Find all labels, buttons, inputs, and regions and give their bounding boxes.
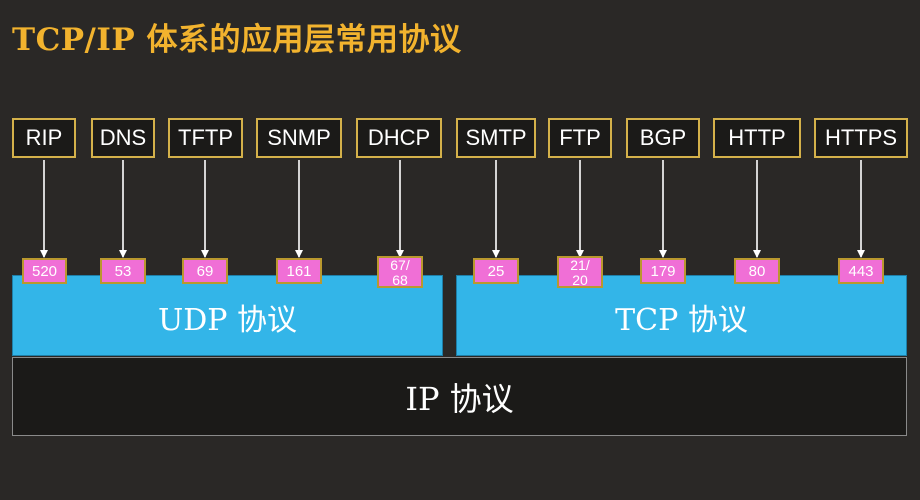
port-badge-tftp: 69: [182, 258, 228, 284]
port-badge-https: 443: [838, 258, 884, 284]
protocol-snmp: SNMP: [256, 118, 342, 158]
protocol-https: HTTPS: [814, 118, 908, 158]
port-badge-bgp: 179: [640, 258, 686, 284]
protocol-smtp: SMTP: [456, 118, 536, 158]
protocol-dns: DNS: [91, 118, 155, 158]
port-badge-ftp: 21/ 20: [557, 256, 603, 288]
port-badge-http: 80: [734, 258, 780, 284]
port-badge-smtp: 25: [473, 258, 519, 284]
protocol-dhcp: DHCP: [356, 118, 442, 158]
udp-layer: UDP 协议: [12, 275, 443, 356]
protocol-bgp: BGP: [626, 118, 700, 158]
protocol-ftp: FTP: [548, 118, 612, 158]
port-badge-snmp: 161: [276, 258, 322, 284]
protocol-tftp: TFTP: [168, 118, 243, 158]
protocol-rip: RIP: [12, 118, 76, 158]
protocol-http: HTTP: [713, 118, 801, 158]
port-badge-dns: 53: [100, 258, 146, 284]
slide-title: TCP/IP 体系的应用层常用协议: [12, 22, 462, 58]
port-badge-dhcp: 67/ 68: [377, 256, 423, 288]
port-badge-rip: 520: [22, 258, 67, 284]
ip-layer: IP 协议: [12, 357, 907, 436]
tcp-layer: TCP 协议: [456, 275, 907, 356]
